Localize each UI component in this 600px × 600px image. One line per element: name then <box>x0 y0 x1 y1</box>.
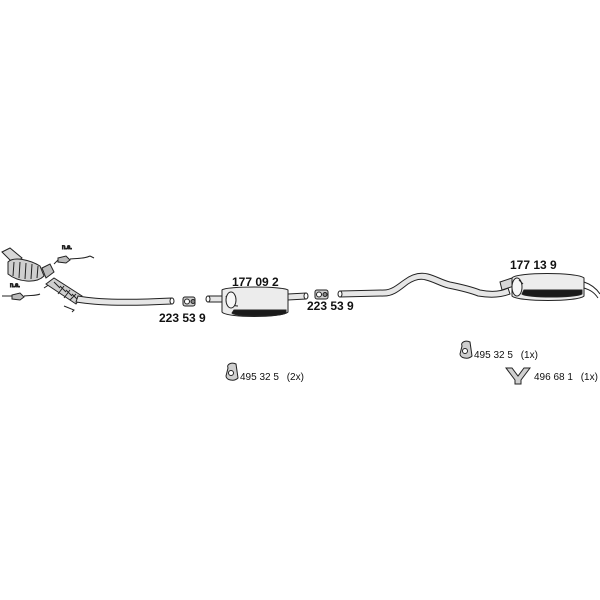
front-pipe <box>75 295 173 306</box>
mount-middle-qty: (2x) <box>287 372 304 383</box>
mount-rear-qty: (1x) <box>521 350 538 361</box>
middle-muffler <box>205 286 309 317</box>
hanger-rear-part: 496 68 1 <box>534 372 573 383</box>
mount-middle-part: 495 32 5 <box>240 372 279 383</box>
clamp-middle <box>314 289 329 300</box>
clamp-middle-number: 223 53 9 <box>307 299 354 313</box>
mount-rear-part: 495 32 5 <box>474 350 513 361</box>
center-pipe <box>339 272 511 298</box>
na-label-upper: n.a. <box>62 245 72 251</box>
clamp-front-number: 223 53 9 <box>159 311 206 325</box>
rubber-mount-icon <box>225 362 239 381</box>
flex-pipe <box>45 277 83 313</box>
lambda-sensor-upper: n.a. <box>53 245 95 265</box>
rear-muffler-number: 177 13 9 <box>510 258 557 272</box>
clamp-front <box>182 296 196 307</box>
middle-muffler-number: 177 09 2 <box>232 275 279 289</box>
front-pipe-end <box>169 297 175 305</box>
center-pipe-inlet <box>337 290 343 298</box>
mount-rear-number: 495 32 5 (1x) <box>474 350 538 361</box>
hanger-rear-number: 496 68 1 (1x) <box>534 372 598 383</box>
converter-outlet <box>41 263 55 279</box>
mount-middle-number: 495 32 5 (2x) <box>240 372 304 383</box>
lambda-sensor-lower: n.a. <box>2 283 41 301</box>
na-label-lower: n.a. <box>10 283 20 289</box>
hanger-rear-qty: (1x) <box>581 372 598 383</box>
rubber-mount-icon <box>459 340 473 359</box>
rear-muffler <box>499 273 600 301</box>
hanger-icon <box>505 367 531 385</box>
